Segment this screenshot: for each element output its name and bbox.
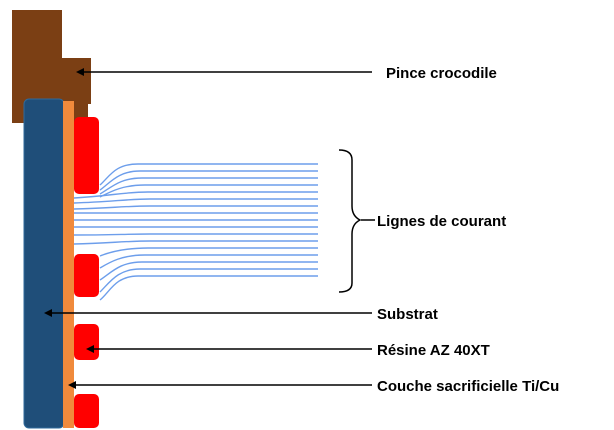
current-lines-label: Lignes de courant <box>377 213 506 230</box>
current-line <box>99 163 318 186</box>
current-line <box>99 275 318 301</box>
current-line <box>73 233 318 236</box>
crocodile-clip-shape <box>12 10 91 123</box>
arrowhead-icon <box>44 309 52 317</box>
current-line <box>99 254 318 269</box>
substrate <box>23 98 65 429</box>
sacrificial-layer-label: Couche sacrificielle Ti/Cu <box>377 378 559 395</box>
arrowhead-icon <box>86 345 94 353</box>
resin-blocks <box>74 117 99 428</box>
clip-label: Pince crocodile <box>386 65 497 82</box>
current-line <box>73 240 318 245</box>
current-line <box>73 191 318 199</box>
current-line <box>99 170 318 191</box>
current-lines-brace <box>338 149 362 293</box>
resin-label: Résine AZ 40XT <box>377 342 490 359</box>
sacrificial-layer <box>63 101 74 428</box>
resin-block <box>74 394 99 428</box>
current-line <box>99 184 318 198</box>
current-line <box>99 177 318 195</box>
leader-lines <box>44 68 375 389</box>
arrowhead-icon <box>76 68 84 76</box>
crocodile-clip <box>12 10 91 123</box>
current-line <box>73 198 318 204</box>
current-line <box>73 205 318 210</box>
current-line <box>99 261 318 281</box>
current-line <box>99 247 318 257</box>
current-line <box>99 268 318 293</box>
arrowhead-icon <box>68 381 76 389</box>
resin-block <box>74 117 99 194</box>
substrate-label: Substrat <box>377 306 438 323</box>
current-lines <box>73 163 318 301</box>
resin-block <box>74 324 99 360</box>
resin-block <box>74 254 99 297</box>
